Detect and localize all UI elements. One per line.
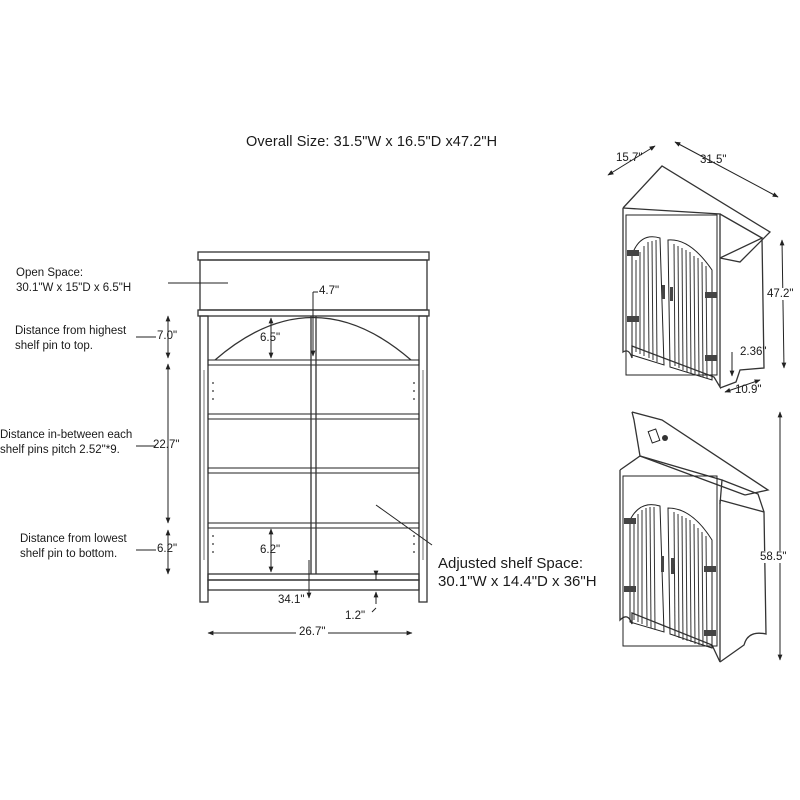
- dim-58-5: 58.5": [760, 551, 787, 563]
- open-space-label-line1: Open Space:: [16, 267, 84, 279]
- perspective-closed-cabinet: [607, 141, 787, 393]
- dim-31-5: 31.5": [700, 154, 727, 166]
- adjusted-shelf-space-line1: Adjusted shelf Space:: [438, 555, 584, 572]
- adjusted-shelf-space-line2: 30.1"W x 14.4"D x 36"H: [438, 573, 597, 590]
- dim-1-2: 1.2": [345, 610, 366, 622]
- dim-2-36: 2.36": [740, 346, 767, 358]
- pin-pitch-label-line1: Distance in-between each: [0, 429, 133, 441]
- highest-pin-label-line2: shelf pin to top.: [15, 340, 93, 352]
- dim-26-7: 26.7": [296, 626, 329, 638]
- dim-6-2-left: 6.2": [157, 543, 178, 555]
- perspective-open-cabinet: [619, 411, 783, 663]
- dim-7-0: 7.0": [157, 330, 178, 342]
- left-dimension-chain: [136, 315, 171, 575]
- dim-4-7: 4.7": [319, 285, 340, 297]
- dim-22-7: 22.7": [153, 439, 180, 451]
- highest-pin-label-line1: Distance from highest: [15, 325, 127, 337]
- dim-47-2: 47.2": [767, 288, 794, 300]
- dim-6-2-inner: 6.2": [260, 544, 281, 556]
- pin-pitch-label-line2: shelf pins pitch 2.52"*9.: [0, 444, 120, 456]
- open-space-label-line2: 30.1"W x 15"D x 6.5"H: [16, 282, 132, 294]
- dim-6-5: 6.5": [260, 332, 281, 344]
- lowest-pin-label-line2: shelf pin to bottom.: [20, 548, 118, 560]
- overall-size-title: Overall Size: 31.5"W x 16.5"D x47.2"H: [246, 134, 498, 150]
- dim-10-9: 10.9": [735, 384, 762, 396]
- front-view-cabinet: [197, 251, 430, 603]
- lowest-pin-label-line1: Distance from lowest: [20, 533, 127, 545]
- dim-15-7: 15.7": [616, 152, 643, 164]
- dim-34-1: 34.1": [278, 594, 305, 606]
